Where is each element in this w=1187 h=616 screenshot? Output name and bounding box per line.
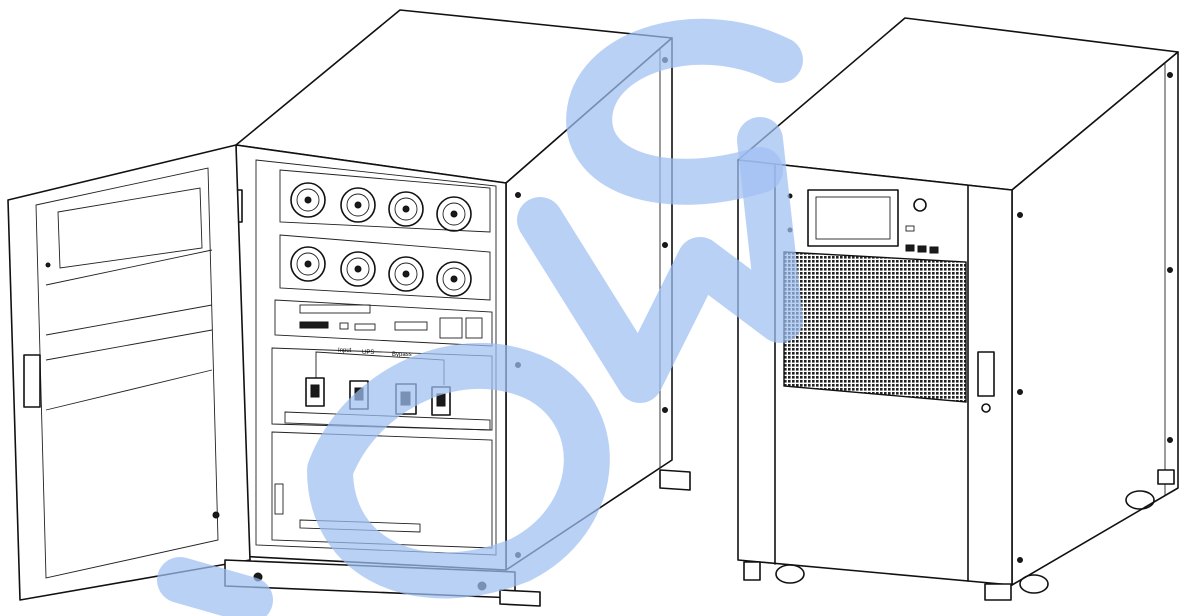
fan-icon [340, 251, 376, 287]
power-button-icon[interactable] [913, 198, 927, 212]
leveling-foot [743, 561, 761, 581]
caster-wheel [1125, 490, 1155, 510]
leveling-foot [984, 583, 1012, 601]
control-button[interactable] [905, 244, 915, 252]
control-panel [807, 189, 939, 254]
fan-icon [436, 196, 472, 232]
fan-icon [340, 187, 376, 223]
panel-label-ups: UPS [362, 350, 374, 356]
door-latch[interactable] [977, 351, 995, 397]
lock-icon[interactable] [981, 403, 991, 413]
lcd-display [807, 189, 899, 247]
door-handle[interactable] [23, 354, 41, 408]
control-button[interactable] [917, 245, 927, 253]
caster-wheel [1019, 574, 1049, 594]
fan-module-upper [279, 169, 491, 233]
fan-icon [436, 261, 472, 297]
mounting-foot [499, 589, 541, 607]
open-front-door [7, 144, 251, 601]
watermark [157, 18, 803, 616]
fan-icon [290, 246, 326, 282]
control-button[interactable] [929, 246, 939, 254]
fan-icon [290, 182, 326, 218]
breaker-switch[interactable] [305, 377, 325, 407]
fan-icon [388, 256, 424, 292]
panel-label-input: Input [338, 348, 352, 354]
right-ups-cabinet [737, 17, 1179, 601]
leveling-foot [1157, 469, 1175, 485]
panel-label-bypass: Bypass [392, 352, 412, 358]
mounting-foot [659, 469, 691, 491]
fan-icon [388, 191, 424, 227]
ventilation-grille [783, 251, 967, 403]
indicator-led [905, 225, 915, 232]
caster-wheel [775, 564, 805, 584]
fan-module-lower [279, 234, 491, 301]
